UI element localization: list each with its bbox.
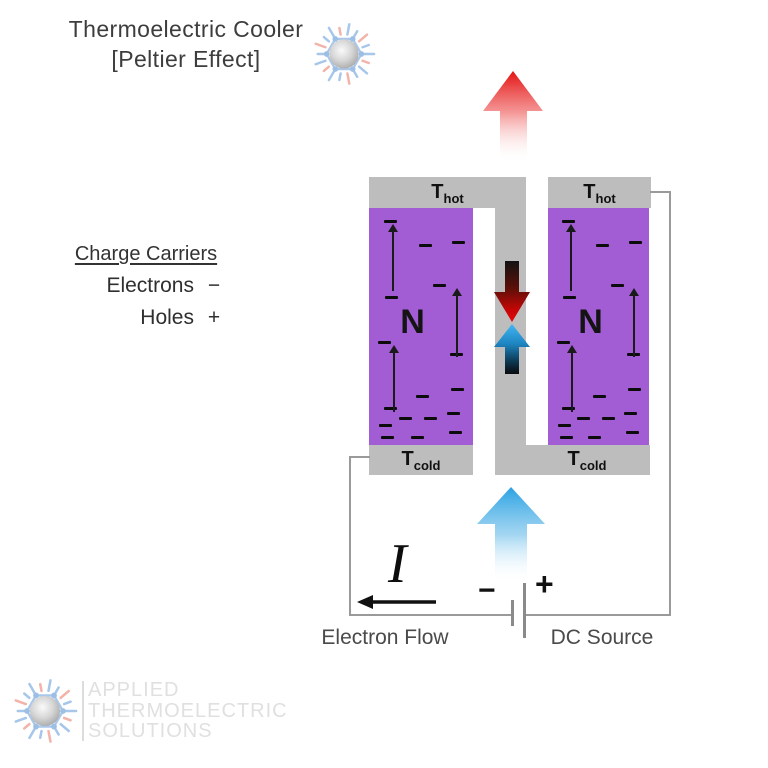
electron-minus bbox=[601, 416, 615, 420]
company-logo: APPLIED THERMOELECTRIC SOLUTIONS bbox=[12, 678, 288, 744]
electron-minus bbox=[627, 388, 641, 392]
wire-left-vertical bbox=[349, 456, 351, 616]
heat-absorbed-arrow bbox=[477, 487, 545, 583]
electron-minus bbox=[384, 295, 398, 299]
positive-terminal-sign: + bbox=[535, 566, 554, 602]
charge-carriers-legend: Charge Carriers Electrons − Holes + bbox=[58, 243, 234, 330]
electron-minus bbox=[424, 416, 438, 420]
wire-bottom-left bbox=[349, 614, 513, 616]
cold-plate-left bbox=[369, 445, 473, 475]
electron-minus bbox=[558, 423, 572, 427]
logo-text: APPLIED THERMOELECTRIC SOLUTIONS bbox=[88, 680, 288, 742]
electron-minus bbox=[415, 395, 429, 399]
electron-sign: − bbox=[207, 274, 221, 297]
heat-flow-down-arrow bbox=[494, 261, 530, 322]
electron-minus bbox=[588, 435, 602, 439]
electron-minus bbox=[381, 435, 395, 439]
electron-minus bbox=[628, 241, 642, 245]
electron-minus bbox=[449, 430, 463, 434]
wire-bottom-right bbox=[525, 614, 671, 616]
electron-minus bbox=[410, 435, 424, 439]
electron-minus bbox=[378, 340, 392, 344]
t-hot-label-left: Thot bbox=[431, 181, 464, 206]
electron-minus bbox=[418, 243, 432, 247]
hole-sign: + bbox=[207, 306, 221, 329]
electron-minus bbox=[562, 407, 576, 411]
electron-minus bbox=[383, 407, 397, 411]
negative-terminal-sign: − bbox=[478, 574, 496, 607]
electron-minus bbox=[452, 241, 466, 245]
electron-minus bbox=[577, 416, 591, 420]
electron-minus bbox=[563, 295, 577, 299]
electron-minus bbox=[557, 340, 571, 344]
logo-divider bbox=[82, 681, 84, 741]
electron-minus bbox=[379, 423, 393, 427]
electron-minus bbox=[560, 435, 574, 439]
dc-source-label: DC Source bbox=[550, 626, 654, 649]
logo-sphere-icon bbox=[14, 679, 78, 743]
battery-positive-plate bbox=[523, 583, 526, 638]
electron-minus bbox=[623, 411, 637, 415]
n-type-label: N bbox=[578, 302, 603, 341]
electron-motion-arrow bbox=[452, 287, 463, 358]
electron-minus bbox=[399, 416, 413, 420]
electron-minus bbox=[625, 430, 639, 434]
current-symbol: I bbox=[388, 533, 407, 595]
legend-label-electrons: Electrons bbox=[106, 274, 194, 297]
title-line-1: Thermoelectric Cooler bbox=[68, 16, 304, 42]
electron-minus bbox=[593, 395, 607, 399]
electron-minus bbox=[610, 283, 624, 287]
thermoelectric-sphere-icon bbox=[314, 23, 376, 85]
cold-plate-right bbox=[495, 445, 650, 475]
heat-flow-up-arrow bbox=[494, 324, 530, 374]
electron-motion-arrow bbox=[628, 287, 639, 358]
page-title: Thermoelectric Cooler [Peltier Effect] bbox=[30, 14, 342, 74]
electron-motion-arrow bbox=[387, 223, 398, 291]
legend-row-electrons: Electrons − bbox=[58, 274, 234, 298]
n-type-block-left: N bbox=[369, 208, 473, 445]
wire-cold-left bbox=[349, 456, 370, 458]
electron-minus bbox=[447, 411, 460, 415]
legend-row-holes: Holes + bbox=[58, 306, 234, 330]
logo-line-3: SOLUTIONS bbox=[88, 720, 213, 743]
logo-line-2: THERMOELECTRIC bbox=[88, 699, 288, 722]
t-cold-label-left: Tcold bbox=[401, 448, 441, 473]
electron-minus bbox=[596, 243, 610, 247]
heat-rejected-arrow bbox=[483, 71, 543, 163]
n-type-block-right: N bbox=[548, 208, 649, 445]
current-direction-arrow bbox=[357, 595, 436, 609]
t-cold-label-right: Tcold bbox=[567, 448, 607, 473]
electron-minus bbox=[562, 219, 576, 223]
electron-minus bbox=[451, 388, 465, 392]
n-type-label: N bbox=[400, 302, 425, 341]
electron-motion-arrow bbox=[388, 344, 399, 412]
legend-heading: Charge Carriers bbox=[74, 243, 218, 265]
battery-negative-plate bbox=[511, 600, 514, 626]
hot-plate-left bbox=[369, 177, 526, 208]
electron-minus bbox=[383, 219, 397, 223]
logo-line-1: APPLIED bbox=[88, 679, 180, 702]
title-line-2: [Peltier Effect] bbox=[111, 46, 261, 72]
electron-minus bbox=[433, 283, 447, 287]
electron-motion-arrow bbox=[566, 223, 577, 291]
hot-plate-right bbox=[548, 177, 651, 208]
t-hot-label-right: Thot bbox=[583, 181, 616, 206]
electron-motion-arrow bbox=[567, 344, 578, 412]
wire-hot-right bbox=[650, 191, 671, 193]
electron-flow-label: Electron Flow bbox=[321, 626, 449, 649]
legend-label-holes: Holes bbox=[140, 306, 194, 329]
wire-right-vertical bbox=[669, 191, 671, 616]
